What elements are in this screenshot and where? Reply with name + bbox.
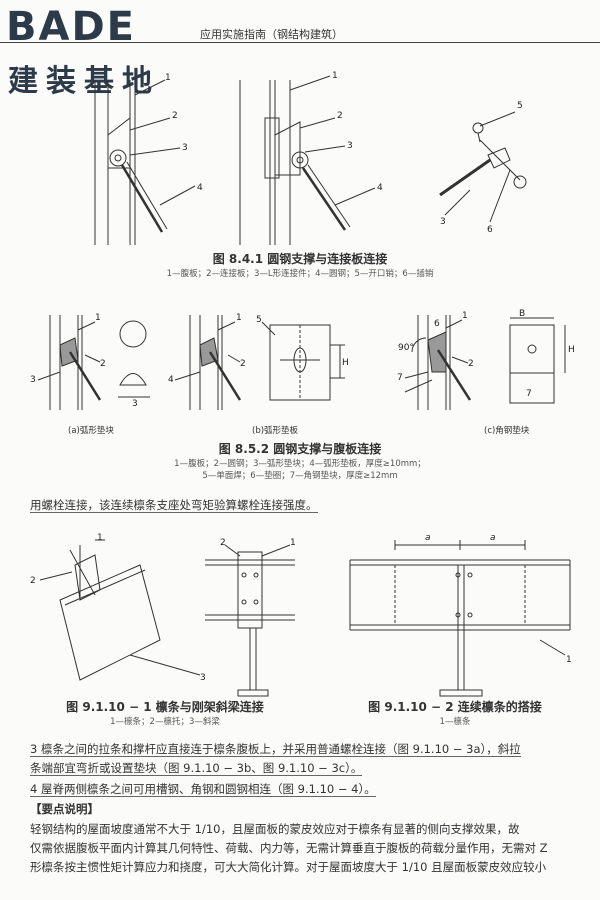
fig-841-label: 3 <box>182 143 188 153</box>
fig-852c-drawing <box>404 315 566 410</box>
fig-852c-dim-B: B <box>519 309 525 319</box>
fig-9110-1-drawing <box>39 539 201 681</box>
fig-9110-1-legend: 1—檩条；2—檩托；3—斜梁 <box>110 717 220 727</box>
running-header: 应用实施指南（钢结构建筑） <box>200 26 343 42</box>
fig-852c-label: 6 <box>434 319 440 329</box>
fig-852-title: 图 8.5.2 圆钢支撑与腹板连接 <box>218 442 382 456</box>
fig-852b-dim-H: H <box>342 358 349 368</box>
fig-841-label: 6 <box>487 225 493 235</box>
fig-841-label: 2 <box>337 111 343 121</box>
fig-841-drawing-middle <box>239 75 376 245</box>
paragraph-item-4: 4 屋脊两侧檩条之间可用槽钢、角钢和圆钢相连（图 9.1.10 − 4）。 <box>30 782 376 797</box>
fig-9110-1-beam-drawing <box>205 544 295 697</box>
fig-852-legend-1: 1—腹板；2—圆钢；3—弧形垫块；4—弧形垫板，厚度≥10mm； <box>174 459 426 469</box>
fig-852b-label: 4 <box>168 375 174 385</box>
fig-9110-1-label: 3 <box>200 673 206 683</box>
fig-9110-2-drawing <box>349 540 571 697</box>
fig-841-label: 3 <box>440 217 446 227</box>
fig-9110-1-label: 1 <box>97 533 103 543</box>
fig-841-label: 4 <box>197 183 203 193</box>
fig-852a-label: 1 <box>95 313 101 323</box>
fig-852b-label: 1 <box>236 313 242 323</box>
fig-852c-label: 1 <box>462 311 468 321</box>
fig-852b-drawing <box>174 315 345 410</box>
paragraph-bolt-connection: 用螺栓连接，该连续檩条支座处弯矩验算螺栓连接强度。 <box>30 498 318 513</box>
fig-841-caption: 图 8.4.1 圆钢支撑与连接板连接 1—腹板；2—连接板；3—L形连接件；4—… <box>0 250 600 279</box>
fig-841-label: 2 <box>172 111 178 121</box>
fig-852b-label: 2 <box>240 359 246 369</box>
fig-841-label: 1 <box>165 73 171 83</box>
fig-841-label: 5 <box>517 101 523 111</box>
fig-841-drawing-left <box>94 79 196 245</box>
key-points-heading: 【要点说明】 <box>30 802 99 816</box>
fig-852a-drawing <box>37 315 150 410</box>
fig-841-drawing-pin <box>439 111 527 223</box>
fig-9110-2-legend: 1—檩条 <box>439 717 471 727</box>
fig-852a-label: 3 <box>132 399 138 409</box>
fig-9110-2-caption: 图 9.1.10 − 2 连续檩条的搭接 1—檩条 <box>330 698 580 727</box>
paragraph-item-3: 3 檩条之间的拉条和撑杆应直接连于檩条腹板上，并采用普通螺栓连接（图 9.1.1… <box>30 742 521 776</box>
fig-9110-2-dim-a: a <box>425 533 431 543</box>
fig-852c-angle: 90° <box>398 343 414 353</box>
fig-9110-2-dim-a: a <box>490 533 496 543</box>
fig-852c-dim-H: H <box>568 345 575 355</box>
fig-852-legend-2: 5—单面焊；6—垫圈；7—角钢垫块，厚度≥12mm <box>202 471 398 481</box>
fig-852a-caption: (a)弧形垫块 <box>68 426 114 436</box>
fig-9110-1-title: 图 9.1.10 − 1 檩条与刚架斜梁连接 <box>66 700 264 714</box>
fig-9110-1-label: 1 <box>290 538 296 548</box>
fig-9110-2-label: 1 <box>566 655 572 665</box>
fig-841-legend: 1—腹板；2—连接板；3—L形连接件；4—圆钢；5—开口销；6—插销 <box>166 269 434 279</box>
fig-9110-1-caption: 图 9.1.10 − 1 檩条与刚架斜梁连接 1—檩条；2—檩托；3—斜梁 <box>30 698 300 727</box>
fig-9110-1-label: 2 <box>30 576 36 586</box>
fig-9110-1-label: 2 <box>220 538 226 548</box>
fig-852a-label: 2 <box>100 359 106 369</box>
fig-852b-caption: (b)弧形垫板 <box>252 426 299 436</box>
fig-852-caption: 图 8.5.2 圆钢支撑与腹板连接 1—腹板；2—圆钢；3—弧形垫块；4—弧形垫… <box>0 440 600 481</box>
fig-841-label: 4 <box>377 183 383 193</box>
logo-chinese-name: 建装基地 <box>8 64 160 99</box>
fig-852c-caption: (c)角钢垫块 <box>484 426 530 436</box>
header-rule <box>0 42 600 43</box>
fig-852c-label: 2 <box>468 359 474 369</box>
fig-852a-label: 3 <box>30 375 36 385</box>
fig-852c-label: 7 <box>526 389 532 399</box>
fig-841-title: 图 8.4.1 圆钢支撑与连接板连接 <box>212 252 388 266</box>
fig-852b-label: 5 <box>256 315 262 325</box>
fig-841-label: 1 <box>332 71 338 81</box>
fig-841-label: 3 <box>347 141 353 151</box>
paragraph-explanation: 轻钢结构的屋面坡度通常不大于 1/10，且屋面板的蒙皮效应对于檩条有显著的侧向支… <box>30 822 548 874</box>
fig-9110-2-title: 图 9.1.10 − 2 连续檩条的搭接 <box>368 700 542 714</box>
running-title: 应用实施指南（钢结构建筑） <box>200 28 343 41</box>
fig-852c-label: 7 <box>397 373 403 383</box>
